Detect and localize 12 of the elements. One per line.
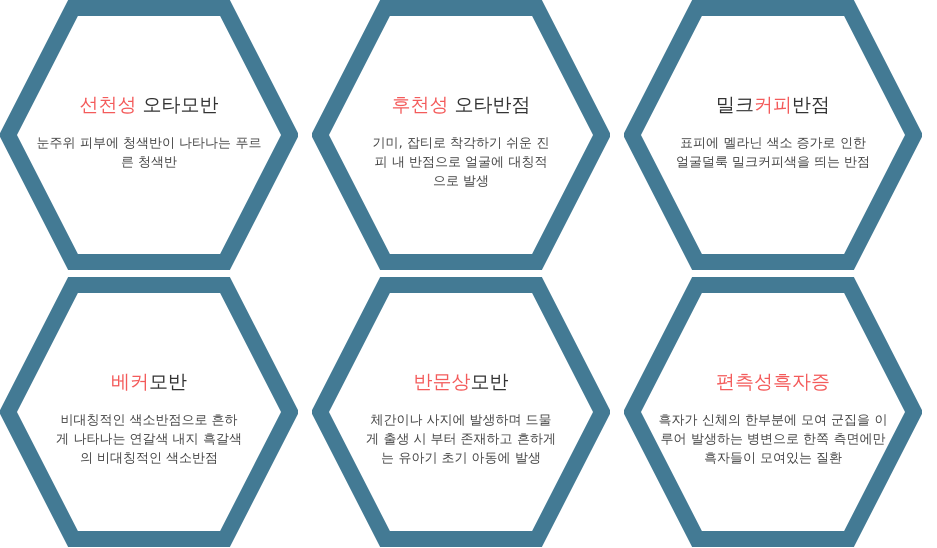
- description-text: 체간이나 사지에 발생하며 드물게 출생 시 부터 존재하고 흔하게는 유아기 초기 아동에 발생: [366, 412, 556, 468]
- hexagon-title: 선천성 오타모반: [79, 93, 219, 118]
- description-text: 눈주위 피부에 청색반이 나타나는 푸르른 청색반: [36, 135, 262, 172]
- hexagon-title: 반문상모반: [414, 370, 508, 395]
- hexagon-title: 편측성흑자증: [716, 370, 830, 395]
- hexagon-title: 밀크커피반점: [716, 93, 830, 118]
- description-text: 표피에 멜라닌 색소 증가로 인한 얼굴덜룩 밀크커피색을 띄는 반점: [674, 135, 872, 172]
- hexagon-title: 후천성 오타반점: [391, 93, 531, 118]
- description-text: 흑자가 신체의 한부분에 모여 군집을 이루어 발생하는 병변으로 한쪽 측면에만 흑자들이 모여있는 질환: [658, 412, 888, 468]
- description-text: 기미, 잡티로 착각하기 쉬운 진피 내 반점으로 얼굴에 대칭적으로 발생: [372, 135, 550, 191]
- hexagon-title: 베커모반: [111, 370, 187, 395]
- description-text: 비대칭적인 색소반점으로 흔하게 나타나는 연갈색 내지 흑갈색의 비대칭적인 색소반점: [55, 412, 243, 468]
